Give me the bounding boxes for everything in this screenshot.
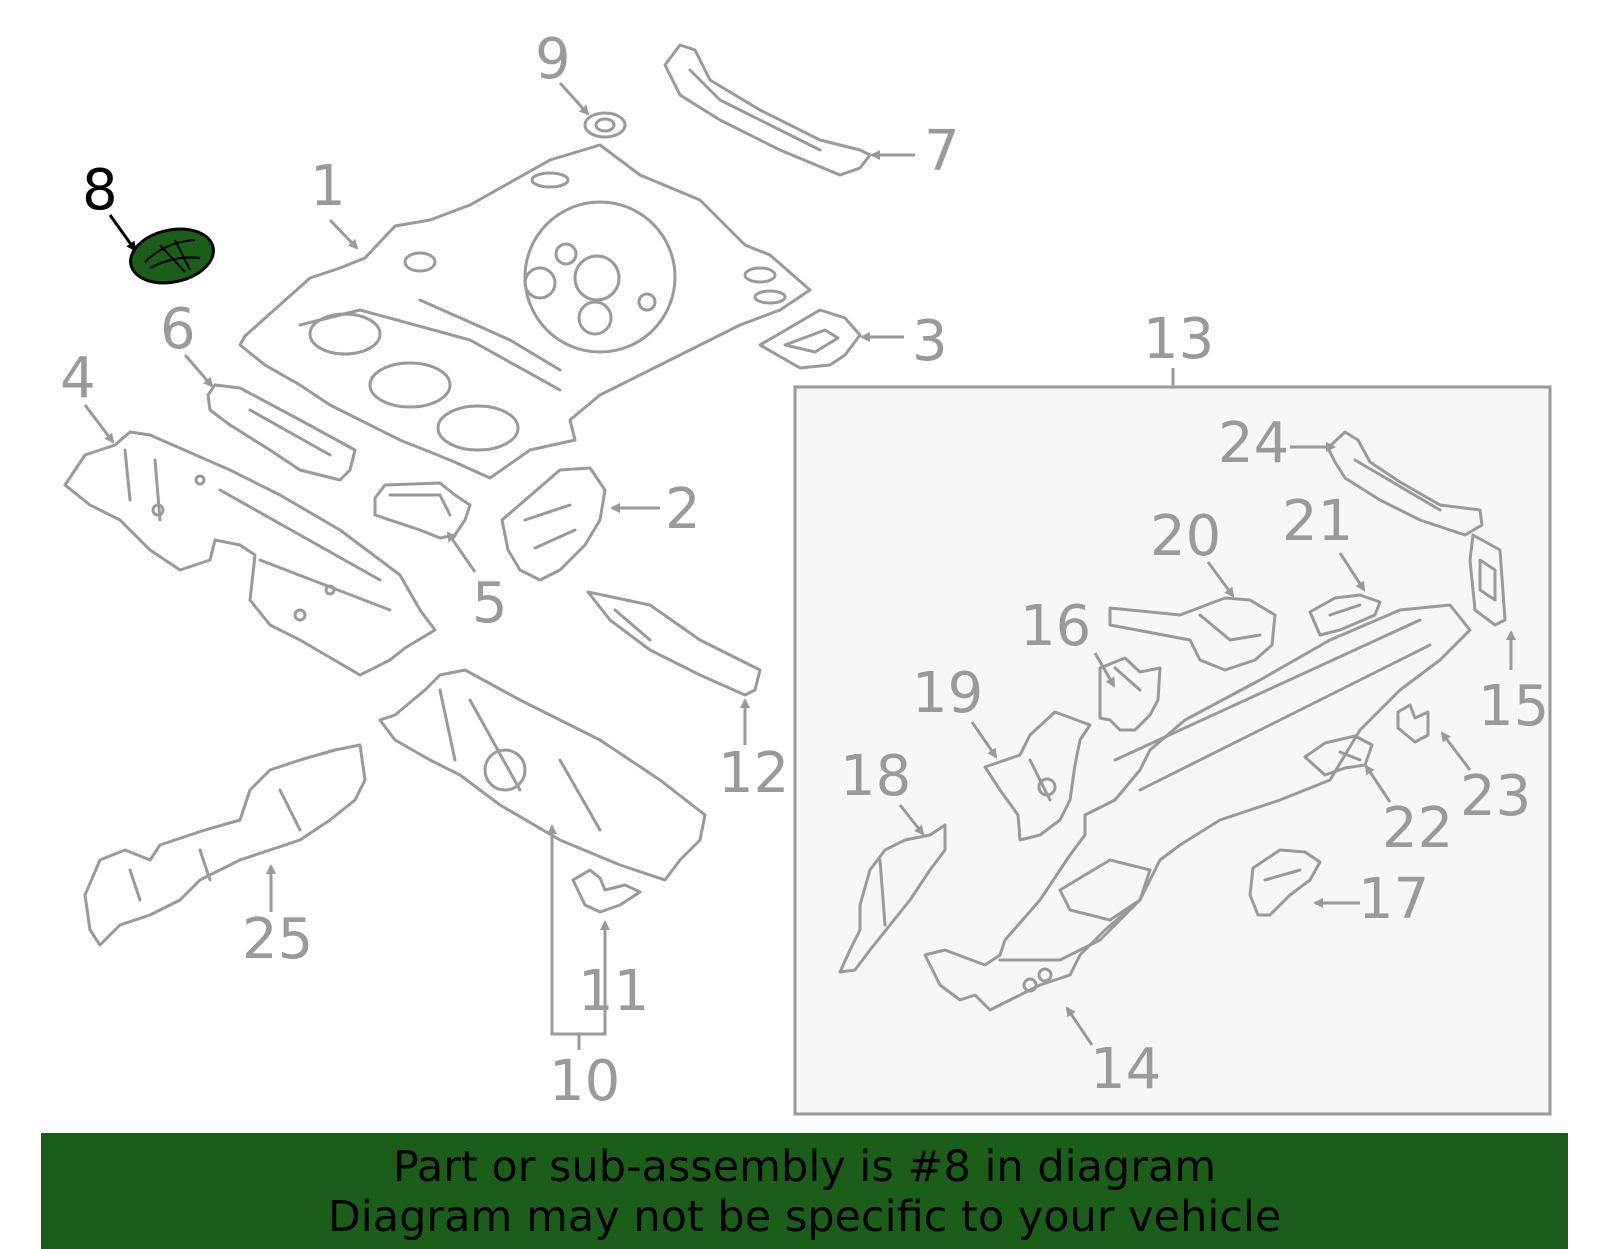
banner-line-2: Diagram may not be specific to your vehi… <box>327 1192 1282 1242</box>
callout-24: 24 <box>1218 411 1289 476</box>
callout-25: 25 <box>242 907 313 972</box>
part-20-rail[interactable] <box>1108 596 1277 672</box>
part-17-bracket[interactable] <box>1248 848 1322 917</box>
part-5-bracket[interactable] <box>373 481 472 540</box>
part-10-tunnel-panel[interactable] <box>378 668 707 882</box>
callout-4: 4 <box>60 346 96 411</box>
part-3-panel[interactable] <box>758 308 862 370</box>
part-8-plug[interactable] <box>126 222 219 290</box>
part-7-rail[interactable] <box>663 43 872 177</box>
callout-20: 20 <box>1150 504 1221 569</box>
callout-12: 12 <box>718 741 789 806</box>
callout-1: 1 <box>310 154 346 219</box>
part-11-bracket[interactable] <box>571 868 642 914</box>
callout-10: 10 <box>549 1049 620 1114</box>
callout-22: 22 <box>1382 796 1453 861</box>
callout-14: 14 <box>1090 1037 1161 1102</box>
part-21-bracket[interactable] <box>1308 593 1382 637</box>
callout-16: 16 <box>1020 594 1091 659</box>
part-9-grommet[interactable] <box>583 111 627 139</box>
part-6-reinforcement[interactable] <box>206 383 357 482</box>
info-banner: Part or sub-assembly is #8 in diagram Di… <box>41 1133 1568 1249</box>
part-18-bracket[interactable] <box>838 823 947 974</box>
callout-7: 7 <box>924 119 960 184</box>
part-24-rail[interactable] <box>1326 430 1484 537</box>
callout-21: 21 <box>1282 489 1353 554</box>
callout-9: 9 <box>535 27 571 92</box>
callout-23: 23 <box>1460 764 1531 829</box>
part-15-plate[interactable] <box>1468 533 1507 627</box>
callout-6: 6 <box>160 297 196 362</box>
leader-lines <box>83 81 1516 1050</box>
part-1-rear-floor-pan[interactable] <box>238 143 812 480</box>
callout-15: 15 <box>1478 674 1549 739</box>
callout-labels: 1 2 3 4 5 6 7 8 9 10 11 12 13 14 15 16 1… <box>60 27 1549 1114</box>
callout-8: 8 <box>82 158 118 223</box>
sub-assembly-box <box>793 385 1552 1116</box>
callout-17: 17 <box>1358 867 1429 932</box>
part-19-bracket[interactable] <box>983 710 1092 842</box>
parts-diagram: 1 2 3 4 5 6 7 8 9 10 11 12 13 14 15 16 1… <box>60 27 1552 1116</box>
callout-13: 13 <box>1143 307 1214 372</box>
banner-line-1: Part or sub-assembly is #8 in diagram <box>392 1142 1217 1192</box>
part-12-reinforcement[interactable] <box>586 590 762 697</box>
part-14-side-member[interactable] <box>923 603 1472 1012</box>
callout-3: 3 <box>912 309 948 374</box>
callout-11: 11 <box>578 959 649 1024</box>
callout-18: 18 <box>840 744 911 809</box>
callout-19: 19 <box>912 661 983 726</box>
callout-5: 5 <box>472 571 508 636</box>
part-16-bracket[interactable] <box>1098 656 1162 732</box>
part-4-crossmember[interactable] <box>63 430 437 677</box>
callout-2: 2 <box>665 477 701 542</box>
part-25-heat-shield[interactable] <box>83 743 367 947</box>
part-22-bracket[interactable] <box>1303 734 1374 777</box>
part-2-bracket[interactable] <box>500 466 607 582</box>
part-23-bracket[interactable] <box>1396 703 1430 744</box>
